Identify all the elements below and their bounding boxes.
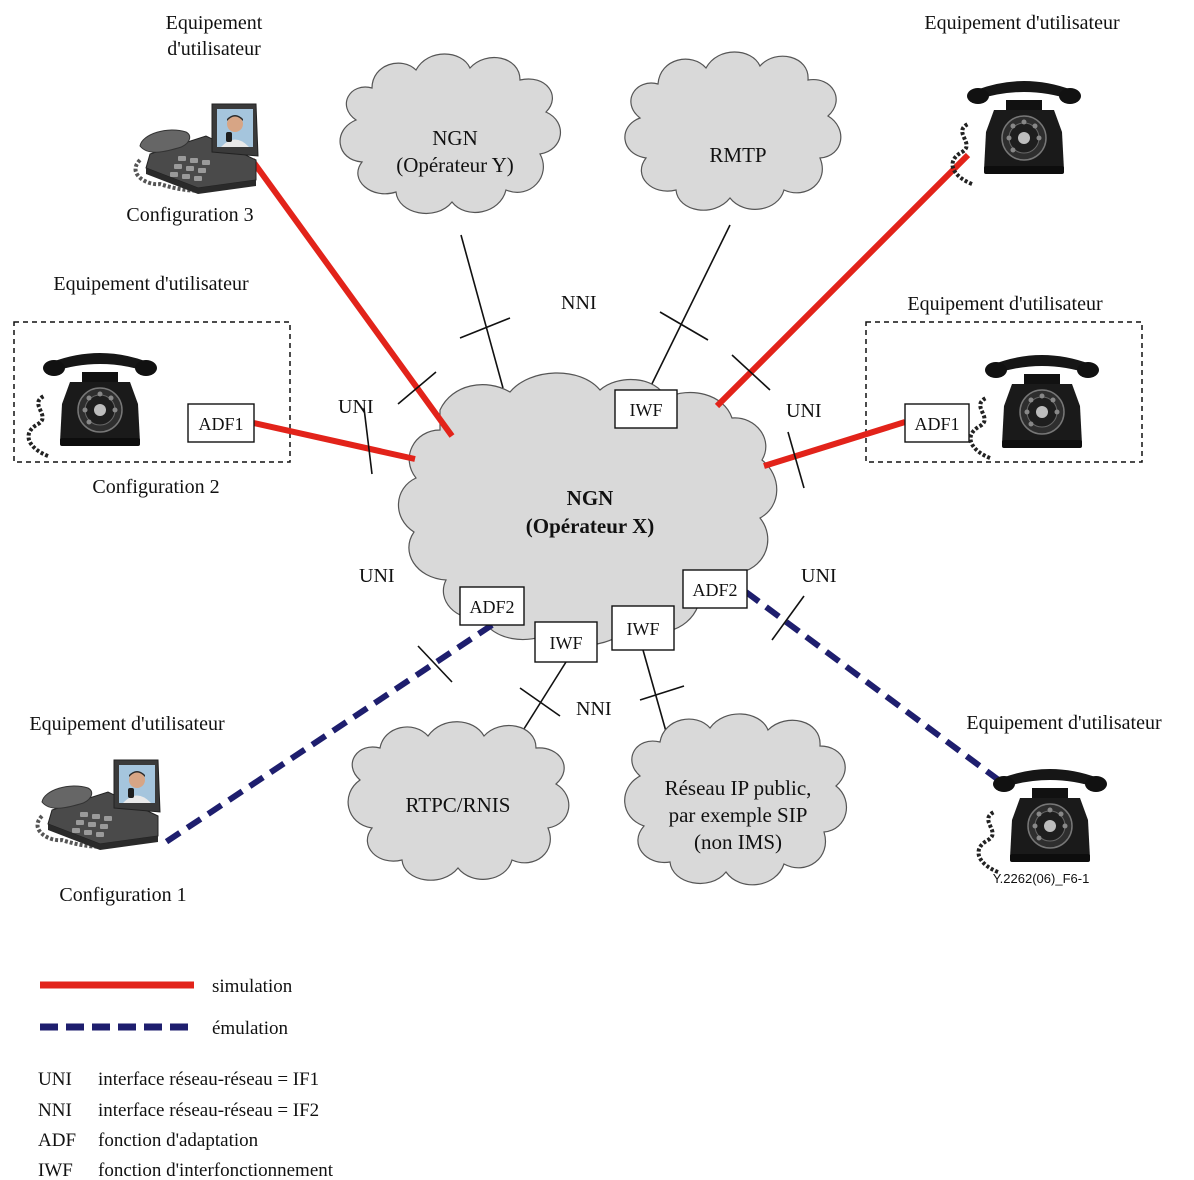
simulation-link-config3 [249,158,455,438]
cloud-ip-public-line1: Réseau IP public, [665,776,812,800]
cloud-rtpc: RTPC/RNIS [347,721,570,881]
cloud-rtpc-label: RTPC/RNIS [406,793,511,817]
link-rmtp [644,224,731,399]
legend-abbr: NNI [38,1100,72,1121]
equipment-bottom-right-label: Equipement d'utilisateur [966,712,1162,734]
configuration-1-label: Configuration 1 [59,884,186,906]
uni-left-label: UNI [338,396,374,418]
iwf-bottom-right-label: IWF [627,619,660,639]
equipment-top-right-label: Equipement d'utilisateur [924,12,1120,34]
equipment-right-label: Equipement d'utilisateur [907,293,1103,315]
cloud-ngn-x: NGN (Opérateur X) [397,372,778,646]
iwf-bottom-left-box: IWF [534,621,598,663]
rotary-phone-icon [968,353,1101,460]
legend-abbr-text: interface réseau-réseau = IF1 [98,1069,319,1090]
iwf-top-box: IWF [614,389,678,429]
rotary-phone-icon [976,767,1109,874]
simulation-link-top-right [714,152,971,409]
link-ip-public [642,649,668,736]
cloud-ngn-y-line2: (Opérateur Y) [396,153,514,177]
legend-simulation-label: simulation [212,976,293,997]
link-rtpc [516,661,567,741]
adf2-right-box: ADF2 [682,569,748,609]
configuration-right-box [865,321,1143,463]
adf1-left-label: ADF1 [198,414,243,434]
equipment-top-left-line2: d'utilisateur [167,38,261,60]
uni-right-label: UNI [786,400,822,422]
cloud-rmtp: RMTP [624,51,842,211]
equipment-left-label: Equipement d'utilisateur [53,273,249,295]
equipment-top-left-line1: Equipement [166,12,263,34]
nni-bottom-label: NNI [576,698,612,720]
legend: simulation émulation UNI interface résea… [38,976,334,1180]
configuration-3-label: Configuration 3 [126,204,253,226]
adf1-left-box: ADF1 [187,403,255,443]
uni-bottom-right-label: UNI [801,565,837,587]
legend-abbr: UNI [38,1069,72,1090]
adf2-left-label: ADF2 [469,597,514,617]
cloud-ngn-y: NGN (Opérateur Y) [339,53,562,215]
configuration-2-label: Configuration 2 [92,476,219,498]
uni-bottom-left-label: UNI [359,565,395,587]
adf2-left-box: ADF2 [459,586,525,626]
rotary-phone-icon [26,351,159,458]
cloud-ngn-y-line1: NGN [432,126,478,150]
iwf-bottom-left-label: IWF [550,633,583,653]
legend-abbr-text: fonction d'adaptation [98,1130,259,1151]
cloud-ip-public-line3: (non IMS) [694,830,782,854]
adf2-right-label: ADF2 [692,580,737,600]
legend-abbr: IWF [38,1160,73,1180]
cloud-rmtp-label: RMTP [709,143,766,167]
iwf-bottom-right-box: IWF [611,605,675,651]
adf1-right-label: ADF1 [914,414,959,434]
configuration-2-box [13,321,291,463]
cloud-ip-public: Réseau IP public, par exemple SIP (non I… [624,713,847,886]
emulation-link-bottom-right [744,589,1006,787]
legend-emulation-label: émulation [212,1018,288,1039]
adf1-right-box: ADF1 [904,403,970,443]
simulation-link-config2 [253,420,416,462]
cloud-ip-public-line2: par exemple SIP [669,803,808,827]
figure-id: Y.2262(06)_F6-1 [993,871,1090,886]
legend-abbr-text: fonction d'interfonctionnement [98,1160,334,1180]
legend-abbr: ADF [38,1130,76,1151]
link-ngn-y [460,234,504,389]
video-phone-icon [35,758,163,852]
emulation-link-config1 [158,622,494,849]
rotary-phone-icon [950,79,1083,186]
iwf-top-label: IWF [630,400,663,420]
nni-top-label: NNI [561,292,597,314]
cloud-ngn-x-line2: (Opérateur X) [526,514,655,538]
cloud-ngn-x-line1: NGN [567,486,614,510]
simulation-link-right [763,419,906,469]
interface-ticks [363,311,805,717]
equipment-bottom-left-label: Equipement d'utilisateur [29,713,225,735]
video-phone-icon [133,102,260,196]
legend-abbr-text: interface réseau-réseau = IF2 [98,1100,319,1121]
